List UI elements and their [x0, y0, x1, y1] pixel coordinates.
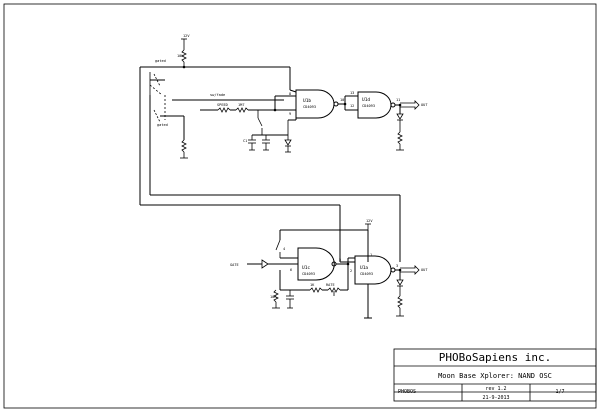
- gate-input-label: GATE: [230, 263, 239, 267]
- gate-input-arrow-icon: [261, 259, 269, 269]
- upper-vcc-label: 12V: [183, 34, 190, 38]
- r-1m7-label: 1M7: [238, 103, 245, 107]
- lower-output-arrow-icon: [400, 265, 420, 275]
- lower-cap-icon: [286, 290, 294, 309]
- upper-push-switch-icon[interactable]: [257, 110, 263, 135]
- lower-led-icon: [396, 279, 404, 287]
- lower-r-rate-label: RATE: [326, 283, 335, 287]
- lower-oscillator: 12V 4 GATE U1c CD4093 6 5: [230, 205, 428, 319]
- upper-output-arrow-icon: [400, 100, 420, 110]
- lower-left-resistor-icon: [272, 289, 280, 309]
- lower-pin-label: 4: [283, 247, 285, 251]
- upper-pin13: 13: [350, 91, 354, 95]
- upper-pin12: 12: [350, 104, 354, 108]
- lower-out-label: OUT: [421, 268, 428, 272]
- title-block-title: Moon Base Xplorer: NAND OSC: [438, 372, 552, 380]
- lower-gate2-part: CD4093: [360, 272, 373, 276]
- r-speed-label: SPEED: [217, 103, 228, 107]
- upper-cap1-icon: [248, 135, 256, 151]
- upper-gate2-ref: U1d: [362, 97, 370, 103]
- upper-pin9: 9: [289, 112, 291, 116]
- title-block-date: 21-9-2013: [482, 395, 509, 401]
- upper-pin11: 11: [396, 98, 400, 102]
- speed-resistor-icon: [217, 107, 231, 113]
- upper-oscillator: 12V 10K gated gated sw/fade: [139, 34, 428, 262]
- upper-c1-label: C1: [243, 139, 247, 143]
- lower-pin1: 1: [370, 253, 372, 257]
- upper-gate1-ref: U1b: [303, 98, 311, 104]
- switch-gated2-label: gated: [157, 123, 168, 127]
- title-block-id: PHOBOS: [398, 389, 416, 395]
- upper-out-resistor-icon: [396, 120, 404, 151]
- upper-nand-u1b-icon: [295, 89, 339, 119]
- title-block-rev: rev 1.2: [485, 386, 506, 392]
- lower-vcc-label: 12V: [366, 219, 373, 223]
- switch-sw-label: sw/fade: [210, 93, 225, 97]
- title-block-sheet: 1/7: [555, 389, 564, 395]
- lower-rate-resistor-icon: [327, 287, 341, 296]
- upper-top-resistor-icon: [181, 49, 187, 67]
- title-block: PHOBoSapiens inc. Moon Base Xplorer: NAN…: [393, 348, 597, 402]
- lower-pin6: 6: [290, 268, 292, 272]
- r-1m7-resistor-icon: [235, 107, 249, 113]
- lower-pin2: 2: [350, 269, 352, 273]
- lower-r-1k-resistor-icon: [309, 287, 323, 293]
- upper-out-label: OUT: [421, 103, 428, 107]
- sheet-border: [3, 3, 597, 409]
- upper-pin10: 10: [340, 98, 344, 102]
- upper-vcc-icon: [181, 38, 187, 50]
- lower-gate1-ref: U1c: [302, 265, 310, 271]
- lower-switch-icon[interactable]: [275, 239, 281, 258]
- lower-pin3: 3: [396, 264, 398, 268]
- lower-vcc-icon: [365, 223, 371, 230]
- upper-left-resistor-icon: [180, 139, 188, 159]
- upper-diode-icon: [284, 120, 292, 153]
- upper-cap2-icon: [262, 135, 270, 151]
- switch-gated-label: gated: [155, 59, 166, 63]
- lower-gate2-ref: U1a: [360, 265, 368, 271]
- lower-r-1k-label: 1K: [310, 283, 315, 287]
- upper-pin8: 8: [289, 92, 291, 96]
- lower-gate1-part: CD4093: [302, 272, 315, 276]
- title-block-company: PHOBoSapiens inc.: [439, 351, 552, 364]
- upper-gate1-part: CD4093: [303, 105, 316, 109]
- lower-out-resistor-icon: [396, 286, 404, 317]
- lower-r-10k-label: 10K: [270, 295, 277, 299]
- upper-r-10k: 10K: [177, 54, 184, 58]
- upper-led-icon: [396, 113, 404, 121]
- upper-gate2-part: CD4093: [362, 104, 375, 108]
